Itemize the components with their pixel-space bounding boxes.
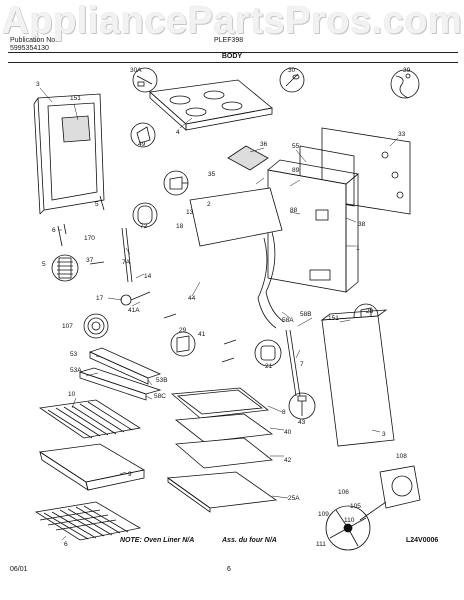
label-30a: 30A (130, 67, 142, 74)
label-109: 109 (318, 511, 329, 518)
label-53: 53 (70, 351, 78, 358)
label-44: 44 (188, 295, 196, 302)
label-17: 17 (96, 295, 104, 302)
part-labels: 3 151 30A 30 39 4 49 36 33 55 35 89 88 3… (36, 67, 411, 548)
valve-assembly (83, 291, 151, 339)
label-33: 33 (398, 131, 406, 138)
publication-label: Publication No. (10, 37, 58, 44)
main-body-frame (267, 159, 359, 293)
label-107: 107 (62, 323, 73, 330)
label-29: 29 (179, 327, 187, 334)
label-55: 55 (292, 143, 300, 150)
label-8: 8 (282, 409, 286, 416)
label-37: 37 (86, 257, 94, 264)
label-151b: 151 (328, 315, 339, 322)
label-36: 36 (260, 141, 268, 148)
label-72: 72 (140, 223, 148, 230)
label-21: 21 (265, 363, 273, 370)
label-18: 18 (176, 223, 184, 230)
label-6: 6 (52, 227, 56, 234)
drawer-trays (78, 347, 162, 401)
label-28: 28 (366, 308, 374, 315)
title-rule (8, 62, 458, 63)
leader-lines (39, 87, 399, 541)
side-rails (57, 225, 301, 397)
label-108: 108 (396, 453, 407, 460)
footer-date: 06/01 (10, 566, 28, 573)
oven-liner-note-fr: Ass. du four N/A (222, 537, 277, 544)
oven-rack (38, 399, 142, 439)
label-58c: 58C (154, 393, 166, 400)
watermark: AppliancePartsPros.com (1, 0, 463, 42)
drawer-rack (34, 501, 142, 541)
label-38: 38 (358, 221, 366, 228)
oven-burner-area (189, 145, 285, 329)
label-3b: 3 (382, 431, 386, 438)
label-89: 89 (292, 167, 300, 174)
label-111: 111 (316, 541, 326, 548)
oven-liner-note: NOTE: Oven Liner N/A (120, 537, 195, 544)
label-105: 105 (350, 503, 361, 510)
label-1: 1 (356, 245, 360, 252)
label-53b: 53B (156, 377, 168, 384)
section-title: BODY (221, 53, 243, 60)
label-53a: 53A (70, 367, 82, 374)
label-110: 110 (344, 517, 355, 524)
diagram-code: L24V0006 (406, 537, 439, 544)
publication-number: 5995354130 (10, 45, 49, 52)
model-number: PLEF398 (214, 37, 244, 44)
oven-door (33, 93, 105, 215)
label-7: 7 (300, 361, 304, 368)
label-58a: 58A (282, 317, 294, 324)
label-10: 10 (68, 391, 76, 398)
label-2: 2 (207, 201, 211, 208)
label-14: 14 (144, 273, 152, 280)
label-9: 9 (128, 471, 132, 478)
convection-fan (325, 465, 421, 551)
label-42: 42 (284, 457, 292, 464)
cooktop-top (149, 79, 273, 131)
label-7a: 7A (122, 259, 131, 266)
label-39: 39 (403, 67, 411, 74)
label-41a: 41A (128, 307, 140, 314)
broiler-pan (38, 443, 146, 491)
label-13: 13 (186, 209, 194, 216)
oven-bottom-plates (166, 387, 278, 513)
screws (63, 195, 237, 363)
label-5b: 5 (42, 261, 46, 268)
side-panel (320, 309, 395, 447)
label-106: 106 (338, 489, 349, 496)
label-88: 88 (290, 207, 298, 214)
label-43: 43 (298, 419, 306, 426)
label-35: 35 (208, 171, 216, 178)
label-58b: 58B (300, 311, 312, 318)
label-40: 40 (284, 429, 292, 436)
label-30: 30 (288, 67, 296, 74)
label-49: 49 (138, 141, 146, 148)
header-rule (8, 52, 458, 53)
footer-page: 6 (227, 566, 231, 573)
label-3: 3 (36, 81, 40, 88)
label-151: 151 (70, 95, 81, 102)
label-170: 170 (84, 235, 95, 242)
label-4: 4 (176, 129, 180, 136)
label-41: 41 (198, 331, 206, 338)
label-5: 5 (95, 201, 99, 208)
label-25a: 25A (288, 495, 300, 502)
label-6b: 6 (64, 541, 68, 548)
